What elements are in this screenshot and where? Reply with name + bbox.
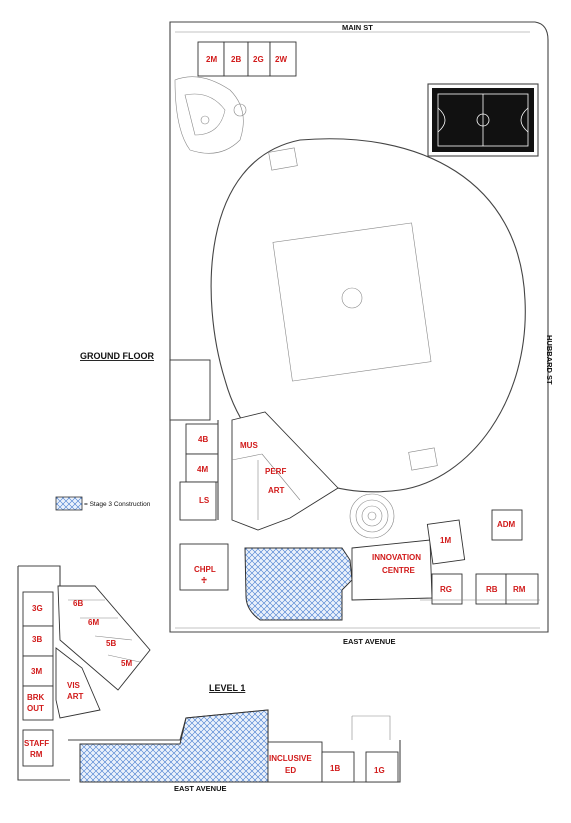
room-rm: RM [513, 585, 526, 594]
east-building [351, 509, 540, 605]
east-avenue-level1-label: EAST AVENUE [174, 784, 227, 793]
legend: = Stage 3 Construction [55, 496, 151, 511]
level1-plan [17, 565, 401, 783]
room-mus: MUS [240, 441, 258, 450]
performing-arts-block [231, 411, 339, 531]
ground-room-labels: 2M 2B 2G 2W 4B 4M LS MUS PERF ART CHPL ♱… [194, 55, 526, 594]
room-staff-line1: STAFF [24, 739, 49, 748]
room-2m: 2M [206, 55, 217, 64]
room-ls: LS [199, 496, 210, 505]
level1-heading: LEVEL 1 [209, 683, 245, 693]
playground-area [174, 76, 247, 154]
room-brk-line2: OUT [27, 704, 44, 713]
room-chpl: CHPL [194, 565, 216, 574]
room-5b: 5B [106, 639, 116, 648]
ground-floor-heading: GROUND FLOOR [80, 351, 154, 361]
room-5m: 5M [121, 659, 132, 668]
amphitheatre [349, 493, 395, 539]
room-1m: 1M [440, 536, 451, 545]
chapel-cross-icon: ♱ [201, 576, 207, 585]
sports-oval [210, 138, 526, 493]
main-street-label: MAIN ST [342, 23, 373, 32]
basketball-court [427, 83, 539, 157]
room-vis-line1: VIS [67, 681, 81, 690]
room-innovation-line1: INNOVATION [372, 553, 421, 562]
room-inclusive-line2: ED [285, 766, 296, 775]
legend-label: = Stage 3 Construction [84, 501, 151, 508]
stage3-construction-ground [244, 547, 353, 621]
legend-swatch [55, 496, 83, 511]
room-1g: 1G [374, 766, 385, 775]
room-inclusive-line1: INCLUSIVE [269, 754, 312, 763]
room-vis-line2: ART [67, 692, 84, 701]
room-4b: 4B [198, 435, 208, 444]
room-brk-line1: BRK [27, 693, 45, 702]
room-rg: RG [440, 585, 452, 594]
room-rb: RB [486, 585, 498, 594]
level1-room-labels: 3G 3B 3M BRK OUT STAFF RM 6B 6M 5B 5M VI… [24, 599, 385, 775]
room-2g: 2G [253, 55, 264, 64]
room-2w: 2W [275, 55, 287, 64]
east-avenue-ground-label: EAST AVENUE [343, 637, 396, 646]
room-4m: 4M [197, 465, 208, 474]
stage3-construction-level1 [79, 709, 269, 783]
west-building [169, 359, 229, 591]
room-innovation-line2: CENTRE [382, 566, 416, 575]
room-staff-line2: RM [30, 750, 43, 759]
site-boundary [169, 21, 549, 633]
room-3m: 3M [31, 667, 42, 676]
room-perf-line2: ART [268, 486, 285, 495]
room-1b: 1B [330, 764, 340, 773]
top-classroom-block [197, 41, 297, 77]
room-perf-line1: PERF [265, 467, 286, 476]
room-3g: 3G [32, 604, 43, 613]
room-3b: 3B [32, 635, 42, 644]
room-6b: 6B [73, 599, 83, 608]
hubbard-street-label: HUBBARD ST [545, 335, 554, 385]
room-6m: 6M [88, 618, 99, 627]
room-adm: ADM [497, 520, 516, 529]
room-2b: 2B [231, 55, 241, 64]
